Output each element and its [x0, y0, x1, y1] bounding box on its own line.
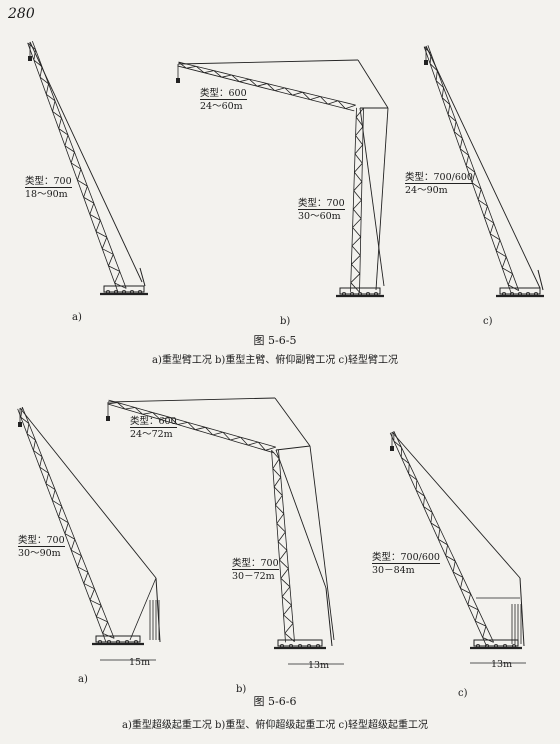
fig1-c-base-wheel [534, 291, 539, 296]
fig1-b-base-wheel [357, 291, 362, 296]
fig1-c-hook-block [424, 60, 428, 65]
fig2-c-base-body [473, 639, 519, 647]
fig2-sub-a: a) [78, 674, 88, 685]
fig2-c-base-wheel [512, 644, 517, 649]
fig2-a-base-wheel [133, 640, 138, 645]
fig2-a-pendant [19, 407, 157, 579]
fig2-a-hook-block [18, 422, 22, 427]
fig1-b-base-wheel [373, 291, 378, 296]
fig2-b-base-body [277, 639, 323, 647]
fig2-a-mast-brace [129, 577, 157, 641]
fig1-sub-b: b) [280, 316, 291, 327]
fig2-b-base-wheel [297, 644, 302, 649]
fig2-b-hook-block [106, 416, 110, 421]
fig2-title: 图 5-6-6 [253, 695, 297, 708]
fig1-b-jib [177, 61, 356, 112]
fig2-a-dim: 15m [129, 657, 151, 668]
fig1-sub-c: c) [483, 316, 493, 327]
fig2-b-jib [107, 399, 276, 454]
fig2-b-mast [325, 587, 333, 647]
fig2-caption: a)重型超级起重工况 b)重型、俯仰超级起重工况 c)轻型超级起重工况 [121, 720, 429, 731]
fig1-c-boom [423, 45, 520, 294]
fig1-a-base-wheel [106, 289, 111, 294]
fig1-a-pendant [29, 41, 143, 283]
fig1-b-backstay [375, 107, 389, 291]
fig1-c-base-wheel [518, 291, 523, 296]
fig1-c-base-wheel [501, 291, 506, 296]
fig2-a-boom [17, 406, 115, 642]
fig1-b-base-wheel [341, 291, 346, 296]
fig2-c-base-wheel [475, 644, 480, 649]
fig2-b-stay-2 [274, 397, 311, 447]
fig1-a-base-wheel [129, 289, 134, 294]
fig2-a-base-wheel [98, 640, 103, 645]
fig2-b-backstay [309, 445, 335, 641]
fig1-b-pendant [359, 107, 385, 287]
fig2-c-mast [519, 577, 525, 647]
fig1-b-stay-1 [177, 59, 359, 65]
fig1-c-base-wheel [509, 291, 514, 296]
fig1-title: 图 5-6-5 [253, 334, 297, 347]
fig1-a-base-wheel [122, 289, 127, 294]
fig1-sub-a: a) [72, 312, 82, 323]
fig2-b-strut [275, 445, 311, 451]
fig2-c-dim: 13m [491, 659, 513, 670]
page-number: 280 [8, 6, 35, 22]
fig1-a-hook-block [28, 56, 32, 61]
fig2-c-hook-block [390, 446, 394, 451]
fig1-a-base-wheel [137, 289, 142, 294]
fig1-c-mast [537, 269, 544, 291]
fig2-a-base-body [95, 635, 141, 643]
fig1-b-hook-block [176, 78, 180, 83]
fig2-c-base-wheel [502, 644, 507, 649]
fig1-a-mast [139, 267, 146, 287]
fig2-b-dim: 13m [308, 660, 330, 671]
fig2-a-base-wheel [116, 640, 121, 645]
fig1-a-boom [27, 40, 127, 292]
fig2-c-base-wheel [493, 644, 498, 649]
fig2-b-base-wheel [315, 644, 320, 649]
fig1-b-base-body [339, 287, 381, 295]
fig2-c-pendant [391, 431, 521, 579]
fig2-c-boom [389, 430, 494, 646]
fig1-a-base-wheel [114, 289, 119, 294]
fig2-b-stay-1 [107, 397, 276, 403]
fig1-a-base-body [103, 285, 145, 293]
fig2-b-pendant [275, 449, 327, 589]
fig1-b-base-wheel [365, 291, 370, 296]
fig2-b-base-wheel [288, 644, 293, 649]
fig2-sub-c: c) [458, 688, 468, 699]
fig2-a-base-wheel [107, 640, 112, 645]
fig2-b-base-wheel [306, 644, 311, 649]
fig1-caption: a)重型臂工况 b)重型主臂、俯仰副臂工况 c)轻型臂工况 [151, 355, 399, 366]
fig1-c-pendant [425, 45, 541, 289]
fig2-sub-b: b) [236, 684, 247, 695]
fig2-c-base-wheel [484, 644, 489, 649]
fig1-b-main-boom [350, 107, 364, 293]
fig1-b-base-wheel [349, 291, 354, 296]
fig1-c-base-body [499, 287, 541, 295]
fig2-a-base-wheel [125, 640, 130, 645]
fig1-b-stay-2 [357, 59, 389, 109]
fig2-b-base-wheel [279, 644, 284, 649]
fig2-b-main-boom [271, 449, 295, 643]
fig1-c-base-wheel [526, 291, 531, 296]
